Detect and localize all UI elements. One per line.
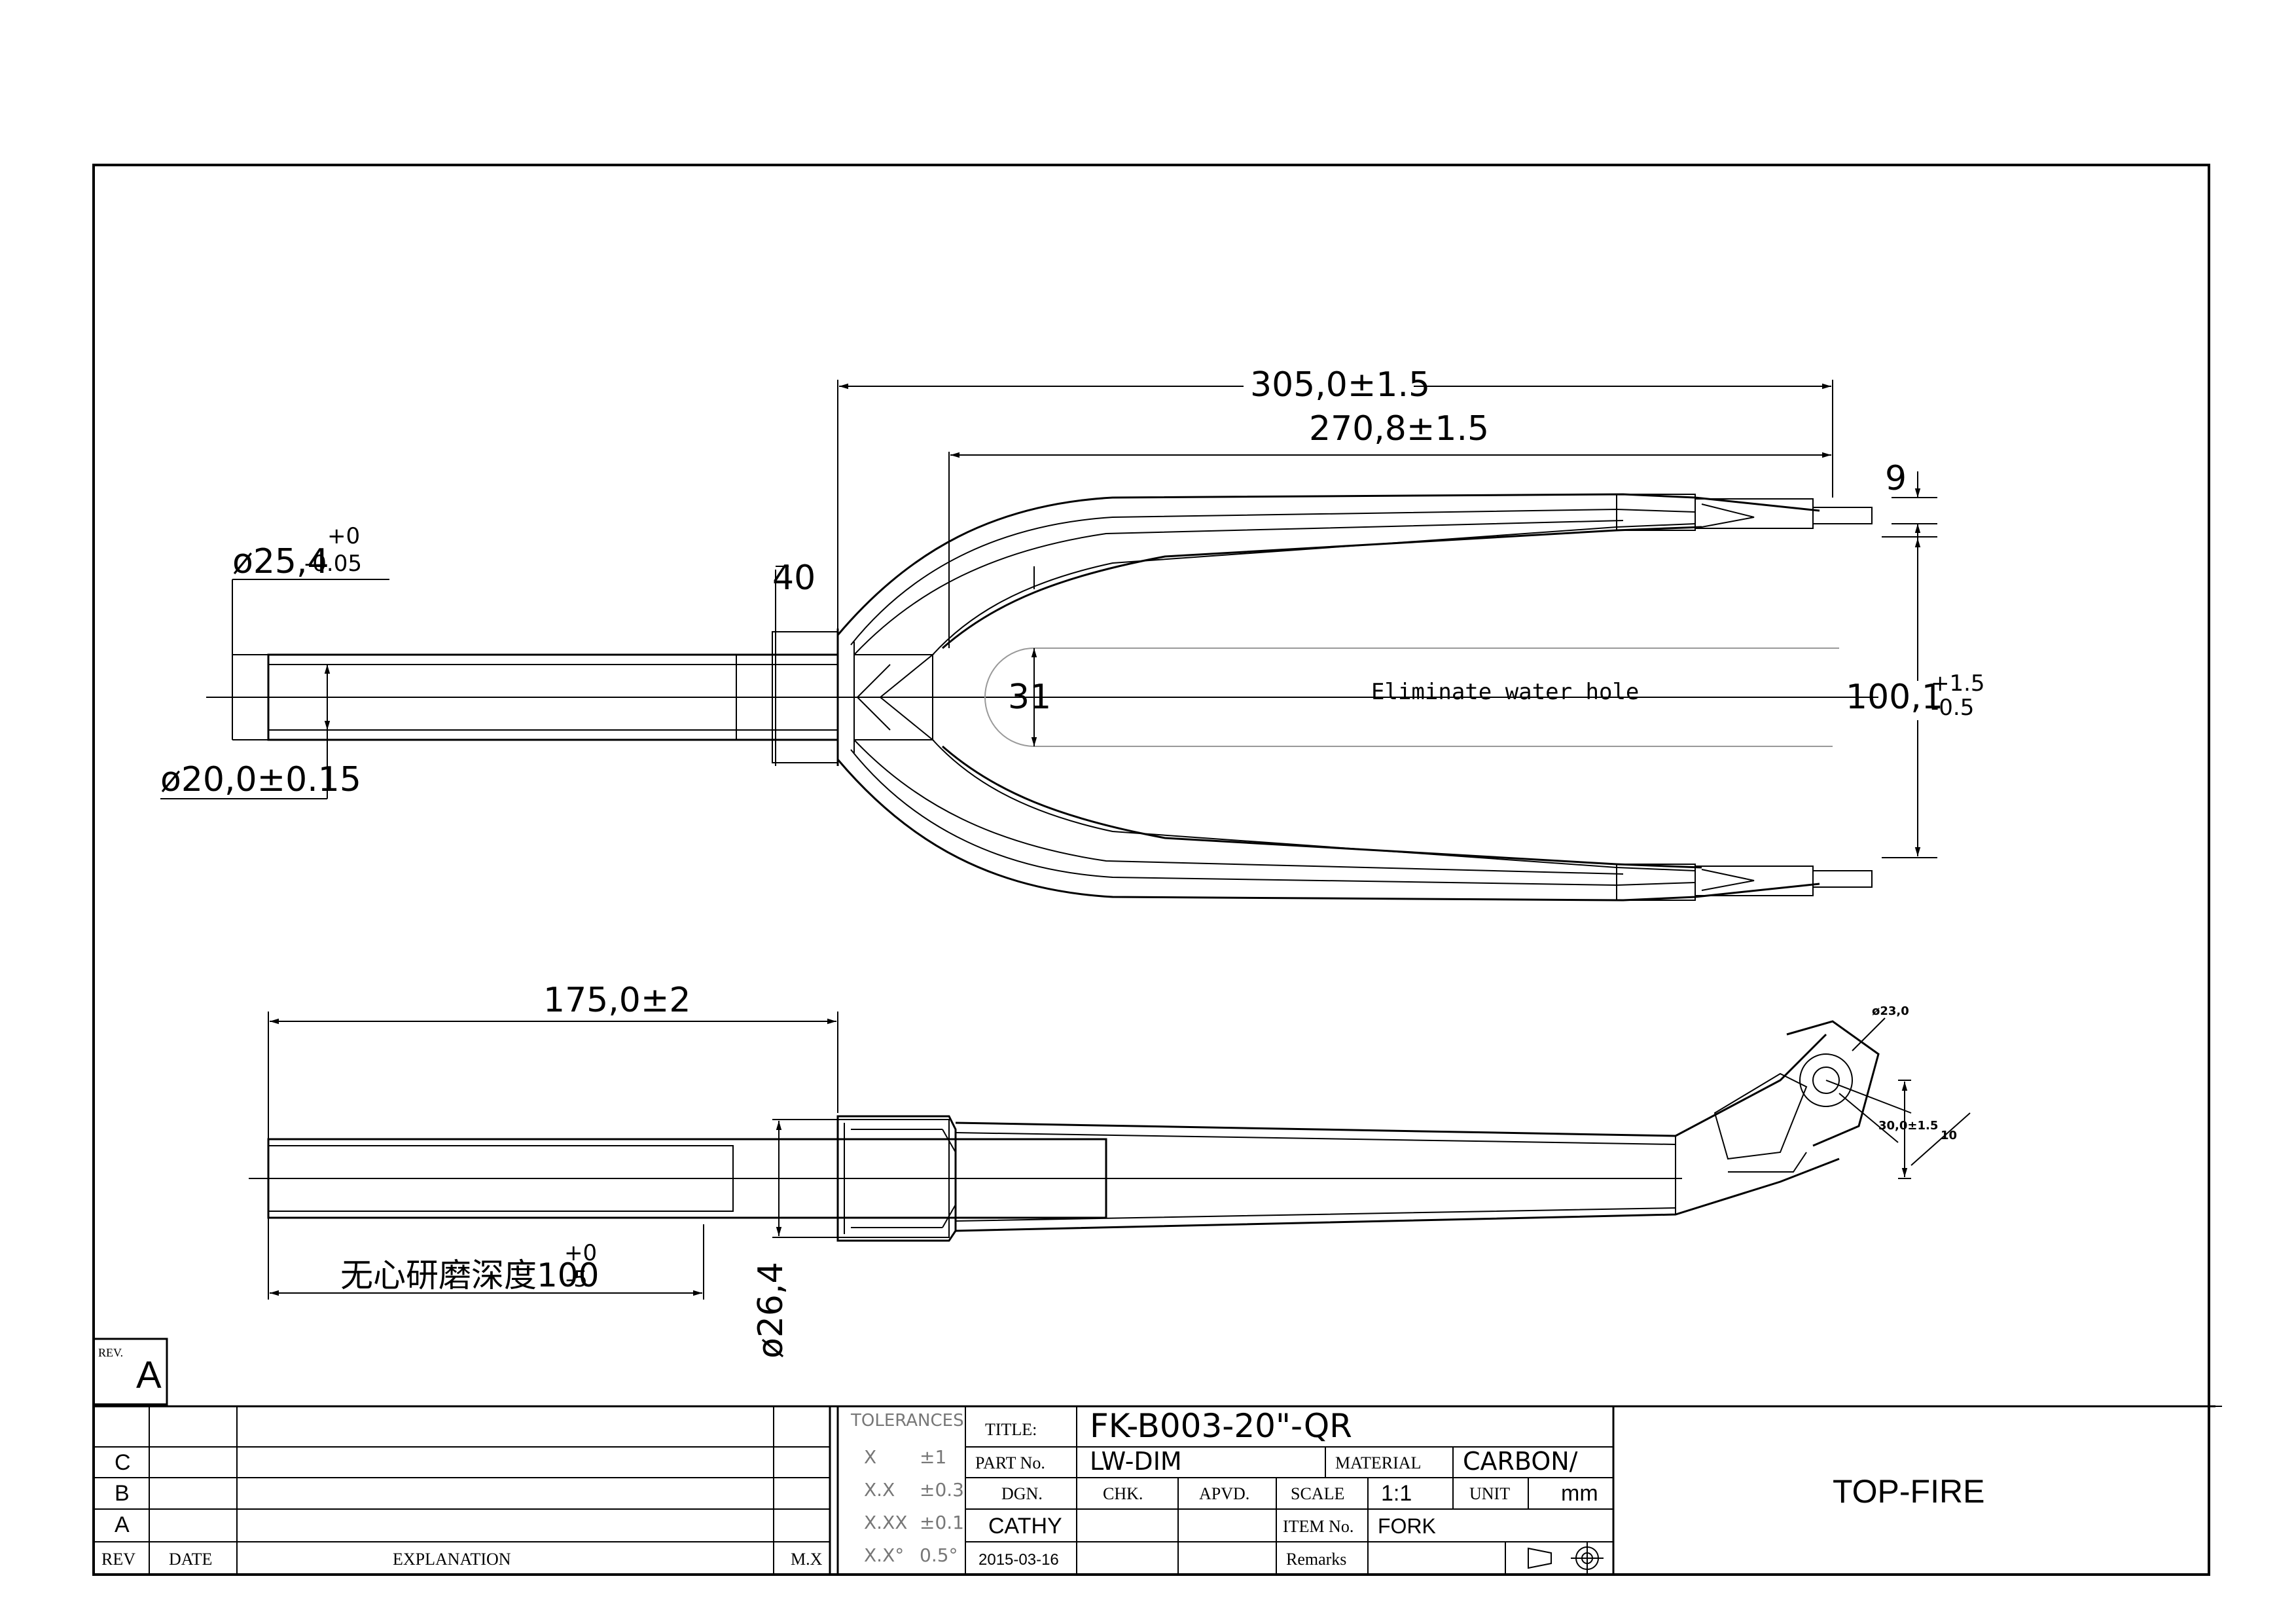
svg-text:X: X [864, 1446, 876, 1468]
dim-grinding-depth-tol-lower: -5 [565, 1266, 588, 1292]
svg-text:REV.: REV. [98, 1346, 123, 1359]
dim-steerer-inner: ø20,0±0.15 [160, 760, 361, 799]
svg-text:X.X: X.X [864, 1479, 895, 1501]
dim-steerer-outer: ø25,4 [232, 542, 329, 581]
svg-text:EXPLANATION: EXPLANATION [393, 1550, 511, 1569]
designer-name: CATHY [988, 1514, 1062, 1539]
svg-text:M.X: M.X [791, 1550, 823, 1569]
svg-text:±1: ±1 [920, 1446, 946, 1468]
dim-steerer-length: 175,0±2 [543, 981, 691, 1020]
fork-side-view [249, 1020, 1912, 1242]
drawing-title: FK-B003-20"-QR [1090, 1407, 1352, 1445]
svg-text:MATERIAL: MATERIAL [1335, 1453, 1421, 1472]
dim-steerer-outer-tol-upper: +0 [327, 523, 360, 549]
svg-text:PART No.: PART No. [975, 1453, 1045, 1472]
svg-text:2015-03-16: 2015-03-16 [978, 1551, 1059, 1569]
dim-dropout-thickness: 9 [1885, 459, 1907, 498]
svg-text:ITEM No.: ITEM No. [1283, 1517, 1354, 1536]
svg-text:REV: REV [101, 1550, 135, 1569]
svg-text:0.5°: 0.5° [920, 1544, 958, 1566]
svg-text:B: B [115, 1481, 130, 1506]
dim-grinding-depth-tol-upper: +0 [564, 1240, 597, 1266]
side-view-dimensions [268, 1012, 1971, 1300]
dim-steerer-outer-tol-lower: -0.05 [304, 551, 362, 577]
svg-text:A: A [136, 1354, 162, 1396]
dim-dropout-dia: ø23,0 [1872, 1004, 1909, 1018]
svg-text:C: C [115, 1450, 131, 1475]
dim-overall-length: 305,0±1.5 [1250, 365, 1430, 405]
title-block: C B A REV DATE EXPLANATION M.X TOLERANCE… [94, 1405, 2215, 1575]
svg-text:Remarks: Remarks [1286, 1550, 1346, 1569]
svg-text:SCALE: SCALE [1291, 1484, 1344, 1503]
dim-axle-spacing-tol-lower: -0.5 [1931, 695, 1974, 721]
dim-axle-spacing: 100,1 [1846, 678, 1943, 717]
item-value: FORK [1378, 1514, 1436, 1538]
svg-text:APVD.: APVD. [1199, 1484, 1249, 1503]
svg-text:DATE: DATE [169, 1550, 212, 1569]
svg-text:±0.1: ±0.1 [920, 1512, 964, 1533]
svg-text:±0.3: ±0.3 [920, 1479, 964, 1501]
svg-text:CHK.: CHK. [1103, 1484, 1143, 1503]
svg-text:X.XX: X.XX [864, 1512, 907, 1533]
dim-dropout-small: 10 [1941, 1129, 1957, 1142]
svg-text:TITLE:: TITLE: [985, 1420, 1037, 1439]
unit-value: mm [1561, 1481, 1598, 1506]
sheet-border [92, 164, 2210, 1576]
dim-grinding-depth: 无心研磨深度100 [340, 1256, 599, 1294]
svg-text:A: A [115, 1512, 130, 1537]
dim-crown-width: 40 [772, 558, 816, 598]
svg-text:UNIT: UNIT [1469, 1484, 1510, 1503]
dim-offset: 30,0±1.5 [1878, 1119, 1938, 1133]
dim-crown-radius: 31 [1008, 678, 1051, 717]
scale-value: 1:1 [1381, 1481, 1412, 1506]
material-value: CARBON/ [1463, 1447, 1578, 1476]
dim-axle-spacing-tol-upper: +1.5 [1931, 670, 1985, 697]
dim-crown-race: ø26,4 [751, 1262, 791, 1359]
svg-text:DGN.: DGN. [1001, 1484, 1043, 1503]
company-name: TOP-FIRE [1833, 1473, 1984, 1510]
part-number: LW-DIM [1090, 1447, 1182, 1476]
third-angle-projection-icon [1528, 1542, 1604, 1575]
note-water-hole: Eliminate water hole [1371, 679, 1639, 705]
revision-box: REV. A [92, 1338, 168, 1406]
svg-text:X.X°: X.X° [864, 1544, 904, 1566]
fork-top-view [206, 493, 1878, 902]
svg-text:TOLERANCES: TOLERANCES [850, 1411, 964, 1431]
top-view-dimensions [160, 380, 1937, 858]
dim-blade-length: 270,8±1.5 [1309, 409, 1489, 448]
